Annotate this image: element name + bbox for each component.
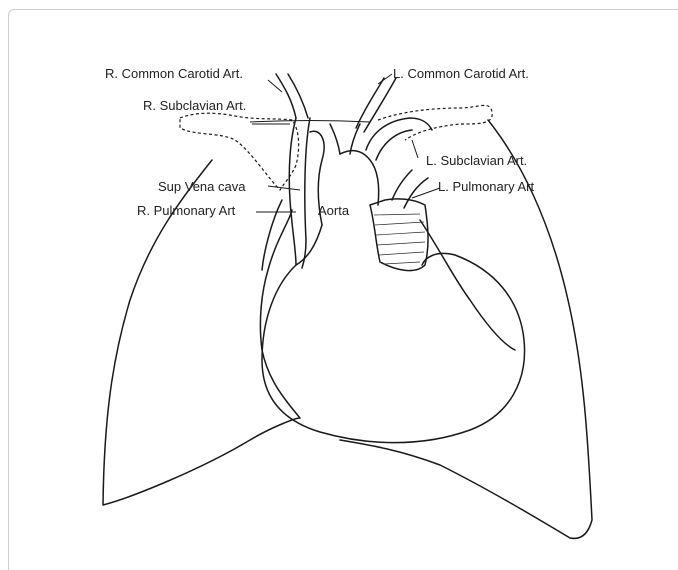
pulmonary-trunk-hatching [374,214,425,264]
label-sup-vena-cava: Sup Vena cava [158,179,246,194]
label-l-pulmonary-art: L. Pulmonary Art [438,179,534,194]
leader-lines [252,74,440,212]
label-r-common-carotid-art: R. Common Carotid Art. [105,66,243,81]
label-r-subclavian-art: R. Subclavian Art. [143,98,246,113]
label-r-pulmonary-art: R. Pulmonary Art [137,203,236,218]
left-pulmonary-branch [392,170,428,208]
label-l-common-carotid-art: L. Common Carotid Art. [393,66,529,81]
label-aorta: Aorta [318,203,350,218]
left-subclavian-dashed [378,105,492,140]
aortic-arch [366,118,432,160]
label-l-subclavian-art: L. Subclavian Art. [426,153,527,168]
superior-vena-cava [289,118,310,268]
heart-outline [262,253,525,442]
r-common-carotid-vessel [276,74,308,118]
heart-upper-border [296,225,322,265]
